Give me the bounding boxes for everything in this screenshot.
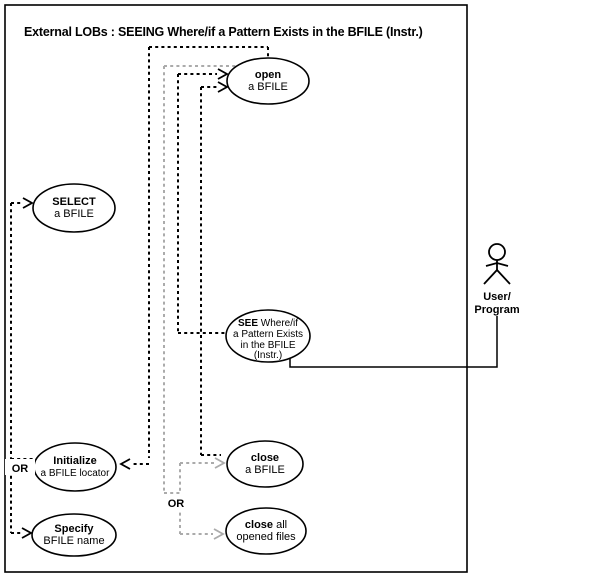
usecase-initialize: Initialize a BFILE locator [33,442,117,492]
usecase-specify-label-line1: Specify [54,523,94,535]
actor-label-line1: User/ [483,291,511,303]
usecase-close: close a BFILE [226,440,304,488]
usecase-see-ellipse [225,309,311,363]
usecase-close-label-line1: close [251,452,279,464]
usecase-specify-ellipse [31,513,117,557]
arrowhead-into-open-2 [217,81,229,93]
connector-open-close [200,81,229,456]
or-label-left-group: OR [5,459,35,475]
actor-head-icon [488,243,506,261]
usecase-see: SEE Where/if a Pattern Exists in the BFI… [225,309,311,363]
actor-legs-icon [483,268,511,285]
connector-left-or-group [10,197,37,539]
usecase-close-all-label-line1-bold: close [245,519,273,531]
usecase-close-all-label-line1: close all [245,519,287,531]
actor-label-line2: Program [474,304,519,316]
actor-user-program: User/ Program [474,243,520,316]
usecase-see-label-line1-rest: Where/if [258,318,298,329]
connector-initialize-open [119,46,269,470]
usecase-see-label-line3: in the BFILE [240,340,295,351]
or-label-left-bg [5,459,35,475]
arrowhead-into-close [214,457,226,469]
usecase-select: SELECT a BFILE [32,183,116,233]
usecase-open-label-line1: open [255,69,282,81]
arrowhead-into-specify [21,527,33,539]
arrowhead-into-initialize [119,458,131,470]
usecase-select-ellipse [32,183,116,233]
or-label-left: OR [12,463,29,475]
arrowhead-into-open-1 [217,68,229,80]
usecase-specify: Specify BFILE name [31,513,117,557]
usecase-see-label-line1-bold: SEE [238,318,258,329]
usecase-close-ellipse [226,440,304,488]
usecase-see-label-line4: (Instr.) [254,350,282,361]
or-label-right-bg [161,494,191,510]
usecase-initialize-ellipse [33,442,117,492]
diagram-title: External LOBs : SEEING Where/if a Patter… [24,25,423,39]
usecase-initialize-label-line2: a BFILE locator [41,468,111,479]
system-boundary-box [4,4,468,573]
usecase-select-label-line2: a BFILE [54,208,94,220]
usecase-close-all: close all opened files [225,507,307,555]
connector-into-open-top [149,46,269,57]
or-label-right: OR [168,498,185,510]
connector-gray-or-group [163,65,236,540]
usecase-close-label-line2: a BFILE [245,464,285,476]
connector-see-actor [289,316,498,368]
usecase-see-label-line2: a Pattern Exists [233,329,303,340]
connector-see-open [177,68,229,334]
usecase-initialize-label-line1: Initialize [53,455,96,467]
arrowhead-into-close-all [213,528,225,540]
usecase-close-all-label-line1-rest: all [273,519,287,531]
usecase-open-label-line2: a BFILE [248,81,288,93]
usecase-select-label-line1: SELECT [52,196,96,208]
or-label-right-group: OR [161,494,191,510]
usecase-open: open a BFILE [226,57,310,105]
arrowhead-into-select [22,197,34,209]
usecase-close-all-label-line2: opened files [236,531,296,543]
usecase-see-label-line1: SEE Where/if [238,318,298,329]
usecase-close-all-ellipse [225,507,307,555]
usecase-specify-label-line2: BFILE name [43,535,104,547]
actor-arms-icon [485,262,509,267]
usecase-open-ellipse [226,57,310,105]
